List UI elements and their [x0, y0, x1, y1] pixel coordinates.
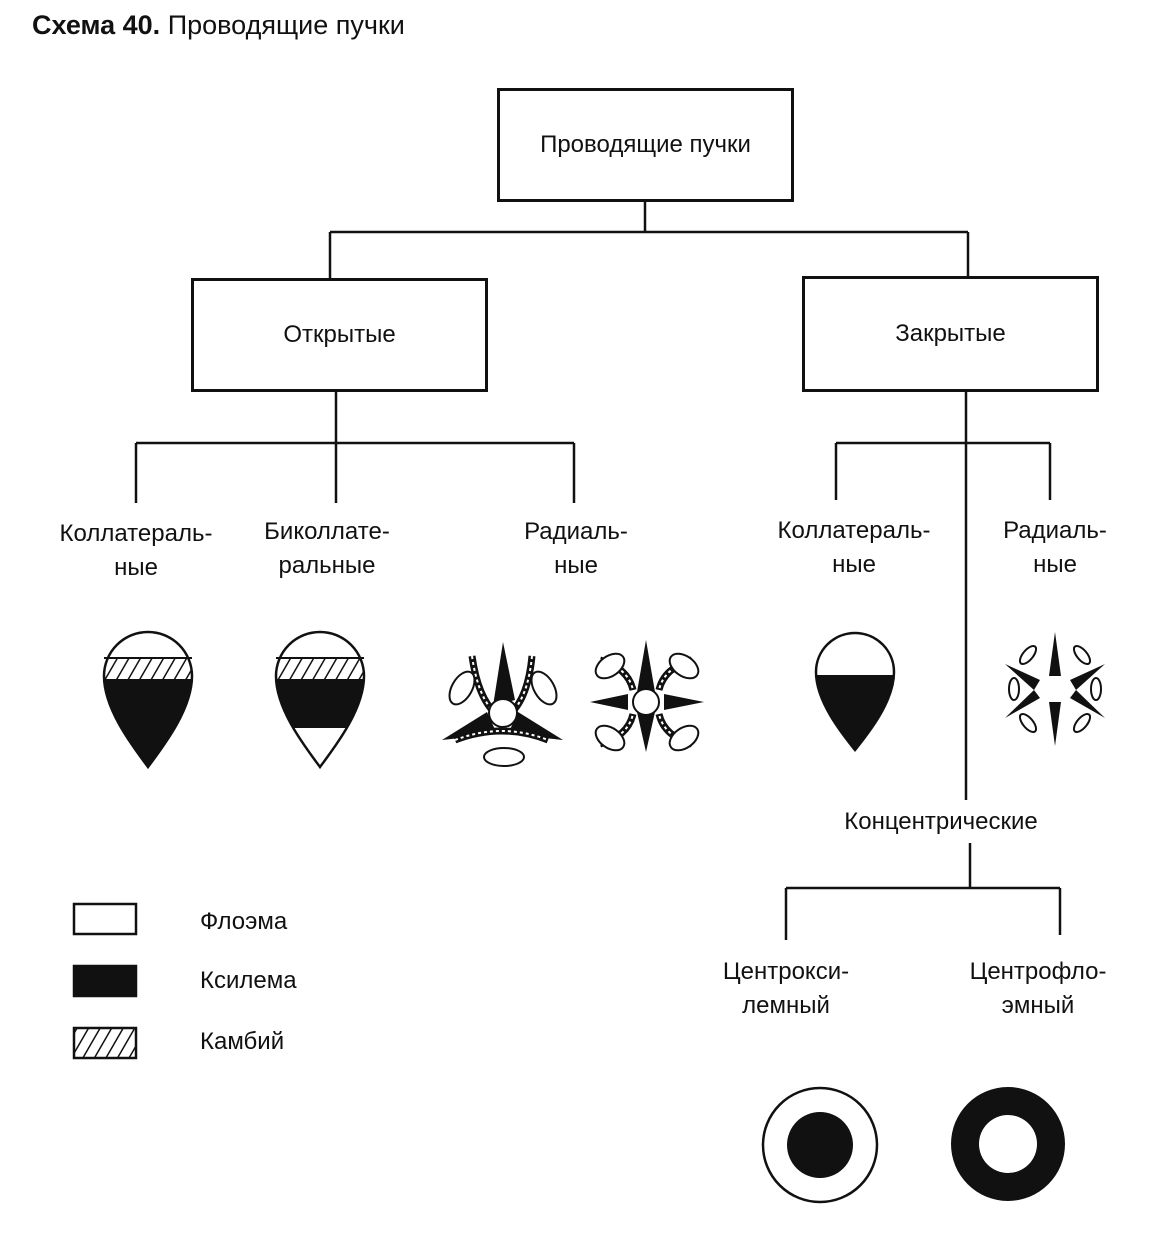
open-radial-triarch-icon: [442, 642, 563, 767]
connector-lines: [134, 200, 1062, 940]
title-prefix: Схема 40.: [32, 10, 161, 40]
legend-label-cambium: Камбий: [200, 1028, 285, 1055]
open-node-label: Открытые: [283, 321, 396, 348]
open-collateral-bundle-icon: [104, 632, 192, 767]
bicollateral-label: Биколлате-ральные: [264, 518, 390, 579]
closed-node-label: Закрытые: [895, 320, 1006, 347]
title-text: Проводящие пучки: [167, 10, 405, 40]
page-title: Схема 40. Проводящие пучки: [32, 10, 405, 41]
centrophloem-bundle-icon: [951, 1087, 1065, 1201]
legend-label-xylem: Ксилема: [200, 967, 297, 994]
legend-swatches: [72, 902, 138, 1060]
closed-radial-label: Радиаль-ные: [1003, 517, 1107, 578]
concentric-label: Концентрические: [844, 808, 1038, 835]
closed-node: Закрытые: [802, 276, 1099, 392]
root-node-label: Проводящие пучки: [540, 131, 751, 158]
closed-collateral-label: Коллатераль-ные: [777, 517, 931, 578]
legend-label-phloem: Флоэма: [200, 908, 288, 935]
open-node: Открытые: [191, 278, 488, 392]
centrophloem-label: Центрофло-эмный: [969, 958, 1107, 1019]
open-radial-tetrarch-icon: [590, 640, 704, 752]
legend-swatch-phloem: [72, 902, 138, 936]
centroxylem-label: Центрокси-лемный: [722, 958, 850, 1019]
open-radial-label: Радиаль-ные: [524, 518, 628, 579]
root-node: Проводящие пучки: [497, 88, 794, 202]
centroxylem-bundle-icon: [761, 1086, 879, 1204]
legend-swatch-cambium: [72, 1026, 138, 1060]
closed-radial-bundle-icon: [1005, 632, 1105, 746]
open-collateral-label: Коллатераль-ные: [59, 520, 213, 581]
bicollateral-bundle-icon: [276, 632, 364, 767]
legend-swatch-xylem: [72, 964, 138, 998]
